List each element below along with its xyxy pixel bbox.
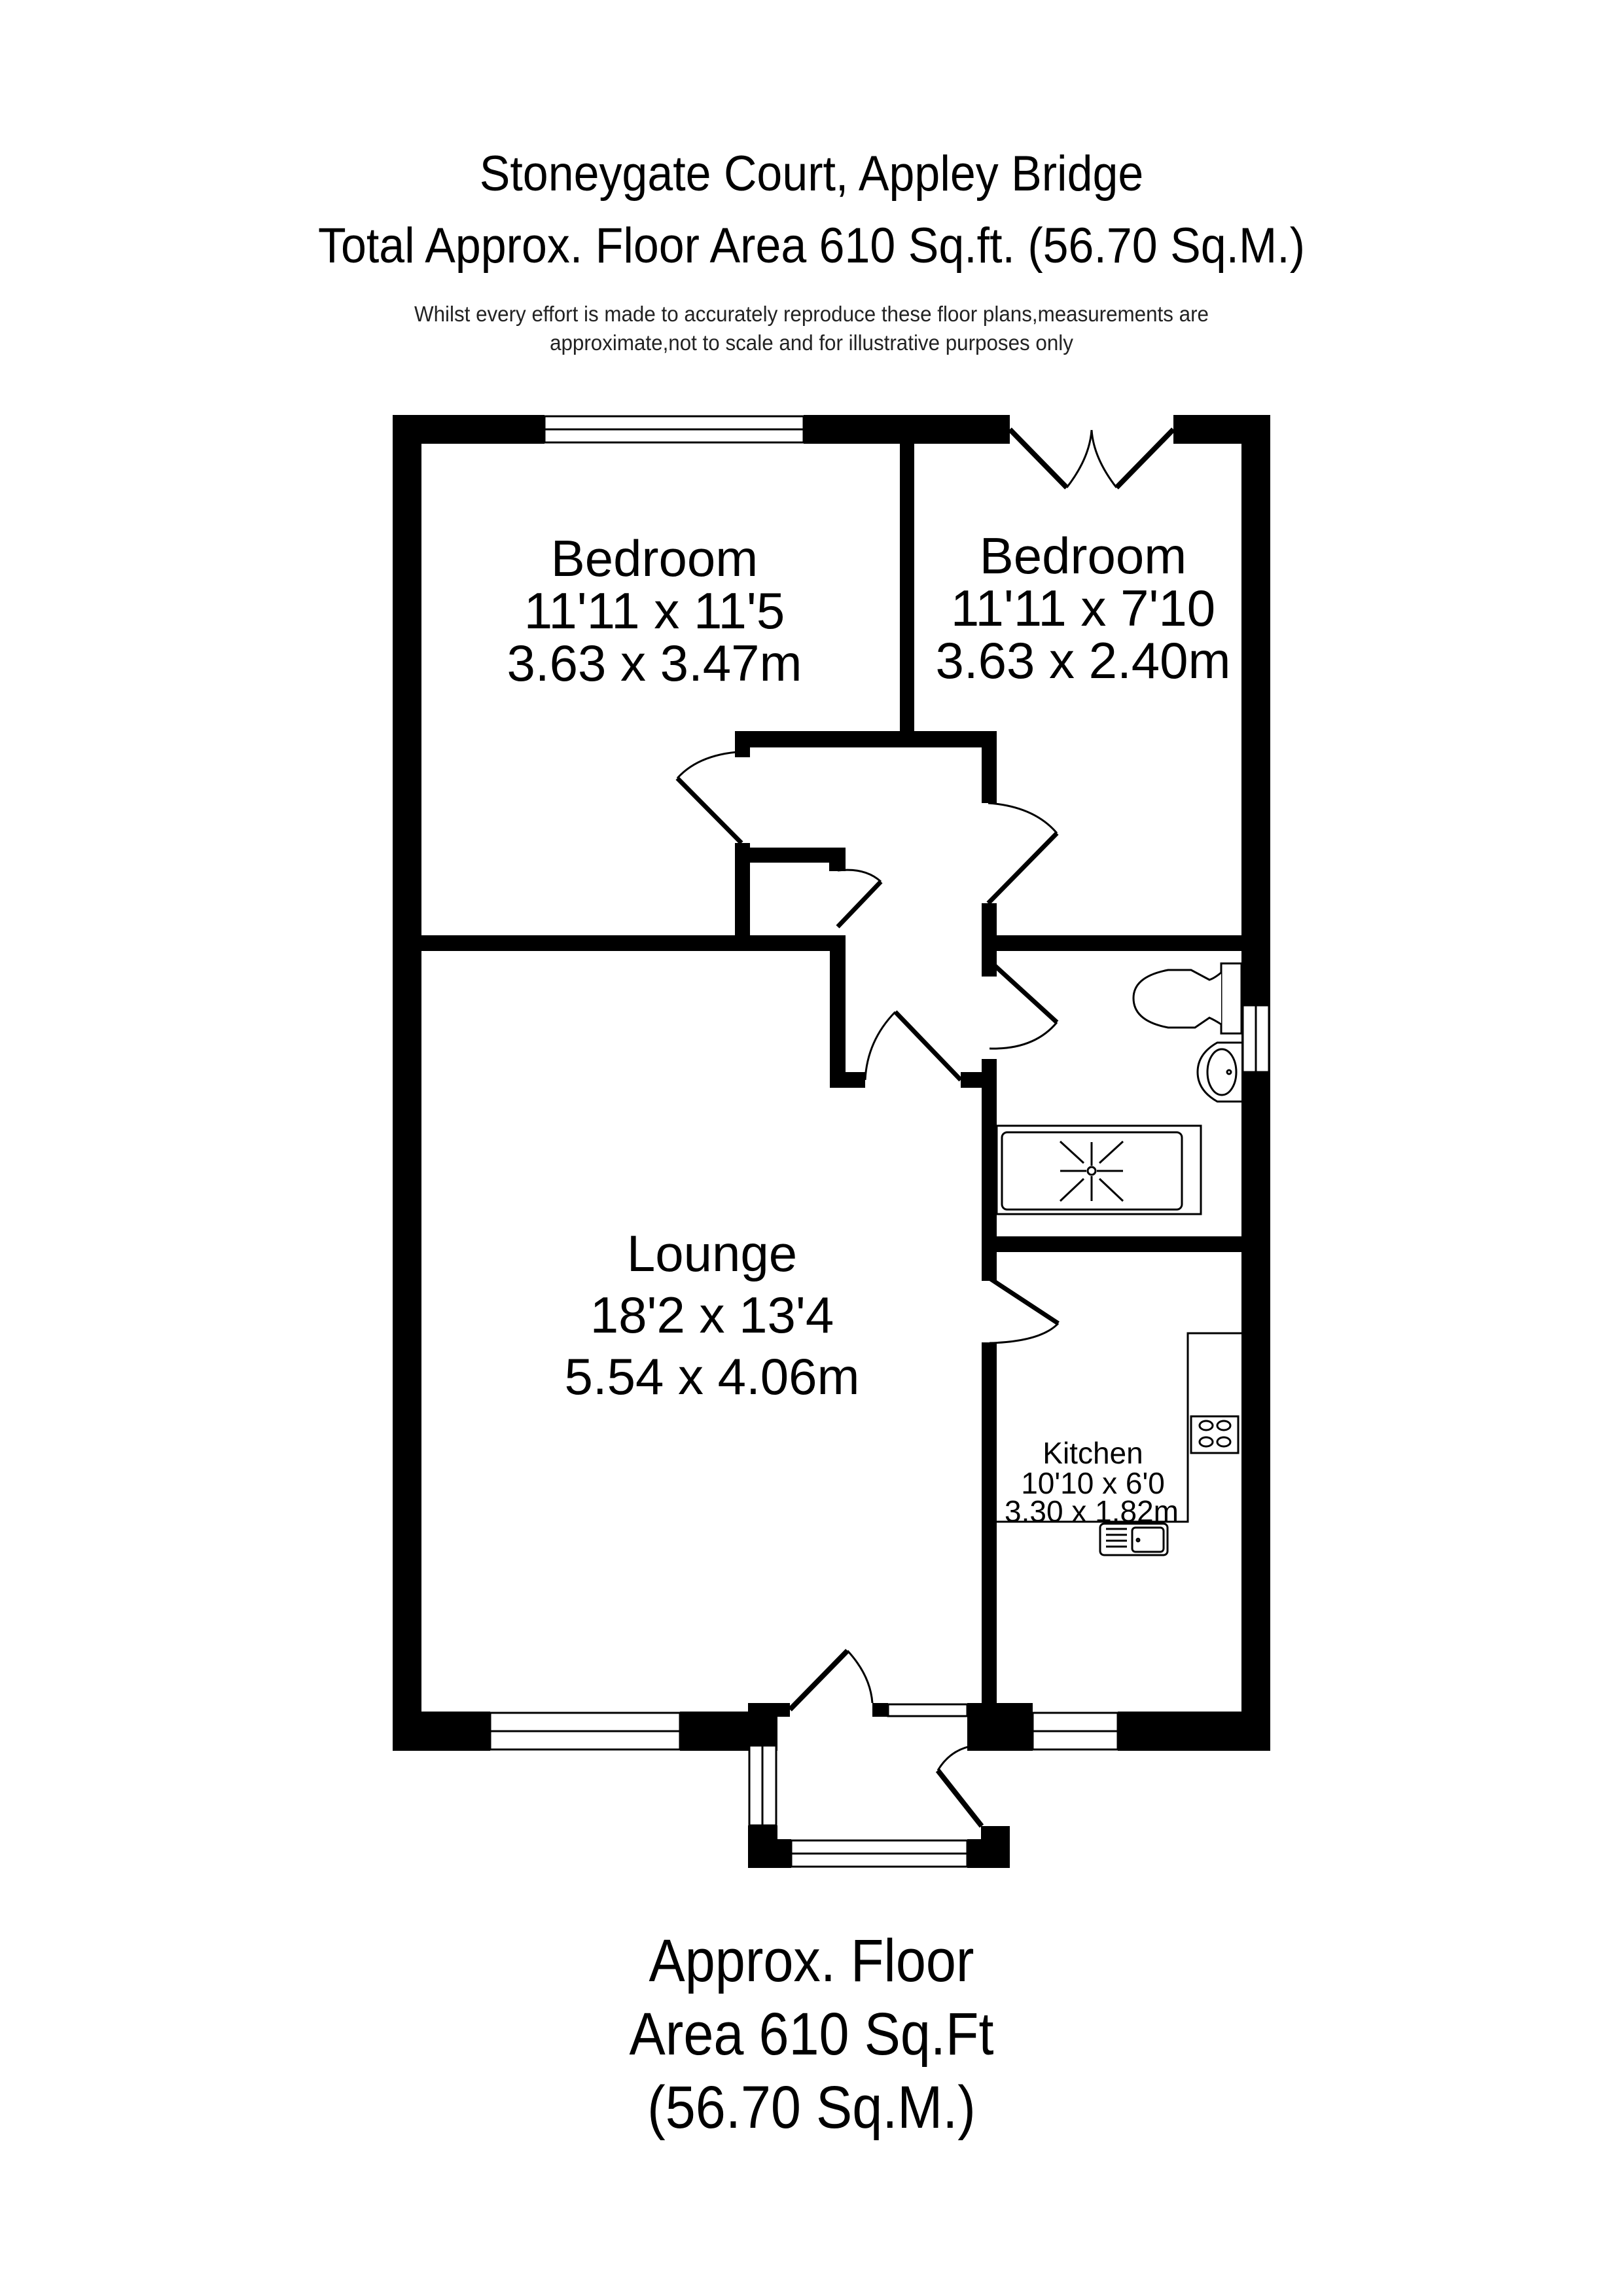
room-name: Bedroom	[980, 527, 1187, 584]
door-bathroom[interactable]	[988, 959, 1059, 1050]
window-lounge-small	[887, 1703, 969, 1717]
wall-porch-right-top	[981, 1712, 1010, 1746]
wall-bedroom-divider	[900, 444, 914, 747]
wall-lounge-top	[393, 935, 846, 951]
wall-bed2-bottom	[997, 935, 1270, 951]
door-bedroom-1[interactable]	[675, 750, 749, 845]
wall-kitchen-left-upper	[982, 1236, 997, 1281]
sink-icon	[1099, 1522, 1169, 1556]
doors	[675, 427, 1175, 1828]
basin-icon	[1196, 1041, 1241, 1103]
wall-hall-top-stub	[735, 731, 750, 757]
wall-hall-right-upper	[982, 731, 997, 803]
footer-line-3: (56.70 Sq.M.)	[647, 2074, 976, 2141]
window-lounge	[489, 1712, 681, 1751]
footer-line-2: Area 610 Sq.Ft	[629, 2001, 994, 2068]
footer-line-1: Approx. Floor	[649, 1928, 974, 1994]
door-french-bedroom-2[interactable]	[1008, 427, 1175, 490]
hob-icon	[1190, 1415, 1240, 1454]
disclaimer: Whilst every effort is made to accuratel…	[41, 300, 1582, 357]
wall-hall-top	[735, 731, 997, 747]
toilet-icon	[1132, 962, 1243, 1035]
wall-hall-right-mid	[982, 903, 997, 977]
door-closet[interactable]	[836, 869, 883, 929]
room-name: Kitchen	[1043, 1436, 1143, 1470]
room-kitchen: Kitchen 10'10 x 6'0 3.30 x 1.82m	[1005, 1436, 1179, 1528]
wall-porch-left-top	[748, 1712, 777, 1746]
kitchen-counter	[997, 1332, 1241, 1523]
room-bedroom-1: Bedroom 11'11 x 11'5 3.63 x 3.47m	[507, 529, 802, 692]
door-bedroom-2[interactable]	[986, 802, 1059, 905]
room-bedroom-2: Bedroom 11'11 x 7'10 3.63 x 2.40m	[936, 527, 1231, 689]
window-bedroom-1	[543, 415, 805, 444]
room-name: Lounge	[627, 1225, 797, 1282]
room-imperial: 11'11 x 11'5	[524, 582, 785, 639]
door-front-lounge[interactable]	[788, 1649, 874, 1712]
wall-porch-bottom-left	[748, 1839, 791, 1868]
wall-outer-left	[393, 415, 421, 1751]
room-imperial: 10'10 x 6'0	[1021, 1466, 1165, 1500]
window-bathroom	[1241, 1004, 1270, 1073]
window-porch-side	[748, 1744, 777, 1827]
total-floor-area: Total Approx. Floor Area 610 Sq.ft. (56.…	[318, 218, 1305, 274]
room-name: Bedroom	[551, 529, 758, 587]
fixtures	[995, 962, 1243, 1556]
room-metric: 3.30 x 1.82m	[1005, 1494, 1179, 1528]
room-imperial: 18'2 x 13'4	[590, 1286, 834, 1344]
door-kitchen[interactable]	[988, 1276, 1060, 1344]
room-lounge: Lounge 18'2 x 13'4 5.54 x 4.06m	[565, 1225, 860, 1405]
wall-closet-left	[735, 843, 750, 951]
wall-outer-right	[1241, 415, 1270, 1751]
wall-bath-kitchen-divider	[982, 1236, 1270, 1252]
door-lounge[interactable]	[864, 1010, 963, 1082]
door-front-porch[interactable]	[935, 1744, 984, 1828]
walls	[393, 415, 1270, 1868]
wall-bottom-left	[393, 1712, 490, 1751]
wall-bottom-right-b	[1118, 1712, 1270, 1751]
wall-porch-right-bottom	[981, 1826, 1010, 1868]
wall-closet-top	[735, 848, 846, 863]
wall-top-left	[393, 415, 544, 444]
windows	[489, 415, 1270, 1868]
wall-top-right	[1173, 415, 1270, 444]
footer-floor-area: Approx. Floor Area 610 Sq.Ft (56.70 Sq.M…	[81, 1924, 1542, 2144]
shower-tray-icon	[995, 1124, 1202, 1215]
room-metric: 3.63 x 2.40m	[936, 632, 1231, 689]
room-metric: 3.63 x 3.47m	[507, 634, 802, 692]
wall-bath-left	[982, 1059, 997, 1251]
wall-bottom-door-stub-right	[872, 1703, 888, 1717]
wall-top-mid	[804, 415, 1010, 444]
wall-kitchen-left-lower	[982, 1342, 997, 1751]
window-kitchen	[1031, 1712, 1119, 1751]
room-metric: 5.54 x 4.06m	[565, 1348, 860, 1405]
window-porch-front	[790, 1839, 969, 1868]
room-imperial: 11'11 x 7'10	[951, 579, 1215, 637]
disclaimer-line-1: Whilst every effort is made to accuratel…	[414, 302, 1209, 326]
wall-closet-stub	[829, 848, 846, 871]
disclaimer-line-2: approximate,not to scale and for illustr…	[550, 331, 1073, 355]
wall-hall-bottom-stub	[830, 1072, 865, 1088]
wall-hall-left-lower	[830, 937, 846, 1088]
plan-title: Stoneygate Court, Appley Bridge	[479, 146, 1144, 202]
